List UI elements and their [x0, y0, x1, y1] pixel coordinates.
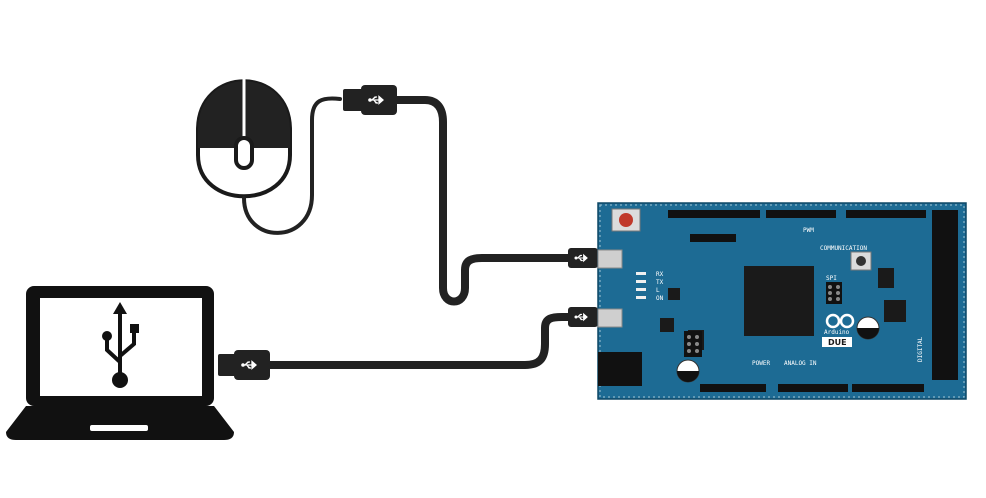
led-label-rx: RX: [656, 271, 664, 278]
bottom-pin-headers: [700, 384, 924, 392]
label-pwm: PWM: [803, 227, 814, 234]
top-pin-headers: [668, 210, 926, 218]
mouse-usb-cable: [392, 96, 584, 306]
cables: [242, 96, 584, 369]
led-label-on: ON: [656, 295, 664, 302]
label-power: POWER: [752, 360, 770, 367]
laptop-usb-cable: [258, 313, 584, 369]
arduino-due-board: RX TX L ON Arduino DUE COMMUNICATION PWM…: [597, 202, 967, 400]
mouse-scroll-wheel: [234, 136, 254, 170]
board-usb-plug-programming: [568, 307, 598, 327]
arduino-logo-icon: [825, 313, 855, 329]
led-label-l: L: [656, 287, 660, 294]
label-communication: COMMUNICATION: [820, 245, 867, 252]
label-digital: DIGITAL: [917, 336, 924, 362]
laptop-usb-plug: [218, 350, 270, 380]
power-jack: [598, 352, 642, 386]
laptop-icon: [6, 286, 234, 440]
mouse-icon: [196, 78, 292, 199]
mouse-cable: [242, 96, 342, 235]
board-brand: Arduino: [824, 329, 850, 336]
board-usb-plug-native: [568, 248, 598, 268]
reset-button: [611, 208, 641, 232]
led-label-tx: TX: [656, 279, 664, 286]
icsp-header: [684, 331, 702, 357]
status-leds: [636, 272, 646, 299]
erase-button: [850, 251, 872, 271]
usb-icon: [102, 302, 139, 388]
mouse-usb-plug: [343, 85, 397, 115]
sam3x8e-chip: [744, 266, 814, 336]
programming-usb-port: [597, 308, 623, 328]
right-pin-header: [932, 210, 958, 380]
board-model: DUE: [828, 338, 847, 347]
spi-header: [826, 282, 842, 304]
native-usb-port: [597, 249, 623, 269]
label-analog-in: ANALOG IN: [784, 360, 817, 367]
label-spi: SPI: [826, 275, 837, 282]
